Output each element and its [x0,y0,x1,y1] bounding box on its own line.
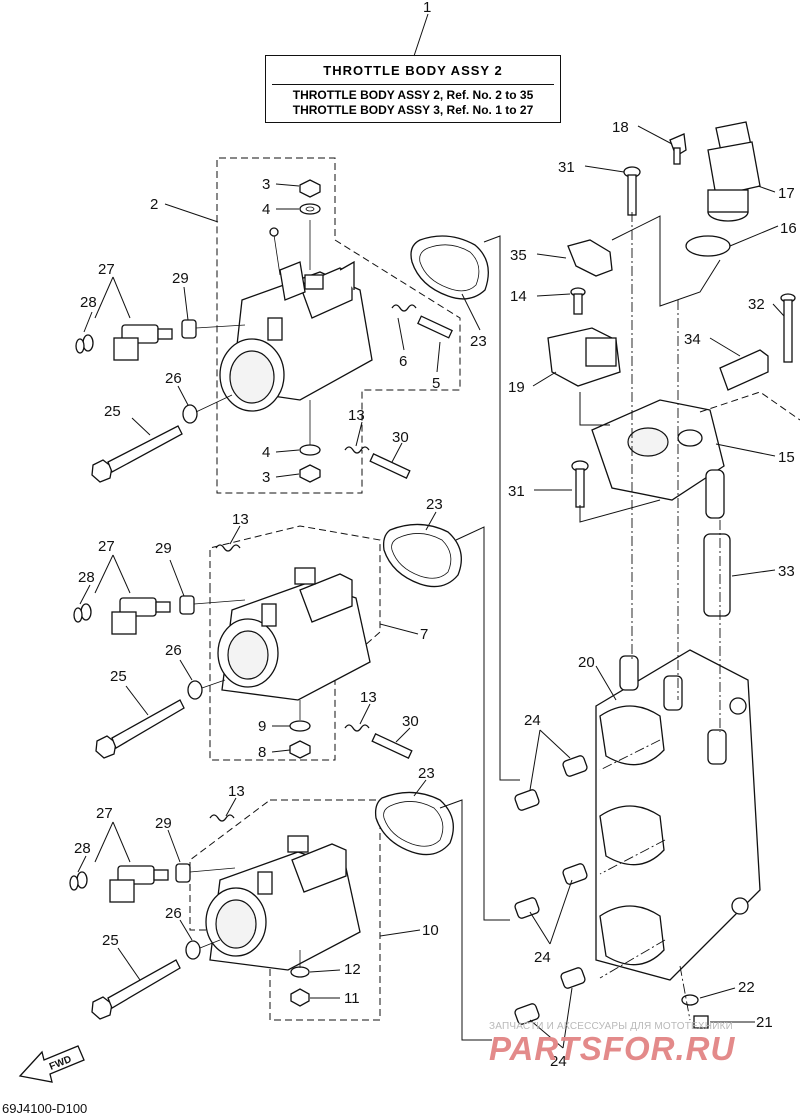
callout-35: 35 [510,247,527,264]
callout-28b: 28 [78,569,95,586]
callout-3b: 3 [262,469,270,486]
callout-33: 33 [778,563,795,580]
callout-16: 16 [780,220,797,237]
watermark-caption: ЗАПЧАСТИ И АКСЕССУАРЫ ДЛЯ МОТОТЕХНИКИ [489,1021,734,1032]
callout-15: 15 [778,449,795,466]
callout-25c: 25 [102,932,119,949]
callout-13d: 13 [228,783,245,800]
clip-35 [567,239,613,277]
callout-20: 20 [578,654,595,671]
title-divider [272,84,554,85]
tube-33 [703,533,731,617]
assembly-title: THROTTLE BODY ASSY 2 [323,63,503,78]
bolt-lower [91,939,221,1020]
callout-26b: 26 [165,642,182,659]
callout-2: 2 [150,196,158,213]
assembly-scope-line-1: THROTTLE BODY ASSY 2, Ref. No. 2 to 35 [292,88,534,102]
callout-11: 11 [344,990,360,1007]
callout-25: 25 [104,403,121,420]
callout-4: 4 [262,201,270,218]
callout-29b: 29 [155,540,172,557]
callout-14: 14 [510,288,527,305]
callout-25b: 25 [110,668,127,685]
callout-24: 24 [524,712,541,729]
callout-34: 34 [684,331,701,348]
callout-19: 19 [508,379,525,396]
callout-23: 23 [470,333,487,350]
assembly-scope-line-2: THROTTLE BODY ASSY 3, Ref. No. 1 to 27 [292,103,534,117]
callout-18: 18 [612,119,629,136]
callout-30: 30 [392,429,409,446]
callout-4b: 4 [262,444,270,461]
callout-31: 31 [558,159,575,176]
o-ring-16 [685,235,731,257]
throttle-body-middle [209,525,413,761]
callout-12: 12 [344,961,361,978]
callout-9: 9 [258,718,266,735]
housing-15 [591,391,800,519]
callout-17: 17 [778,185,795,202]
callout-labels: 1 2 3 4 27 28 29 6 5 23 26 25 13 30 4 3 … [74,0,797,1070]
bracket-34 [719,349,769,391]
callout-3: 3 [262,176,270,193]
fwd-arrow-icon: FWD [18,1045,85,1083]
callout-22: 22 [738,979,755,996]
callout-13c: 13 [360,689,377,706]
callout-29: 29 [172,270,189,287]
bolt-middle [95,679,226,759]
callout-26c: 26 [165,905,182,922]
callout-27: 27 [98,261,115,278]
leader-lines [77,125,785,1049]
callout-30b: 30 [402,713,419,730]
callout-32: 32 [748,296,765,313]
callout-8: 8 [258,744,266,761]
callout-28: 28 [80,294,97,311]
screw-21 [693,1015,709,1029]
callout-1: 1 [423,0,431,16]
callout-23c: 23 [418,765,435,782]
callout-31b: 31 [508,483,525,500]
leader-1 [413,13,429,57]
callout-13b: 13 [232,511,249,528]
washer-22 [681,994,699,1006]
callout-26: 26 [165,370,182,387]
throttle-body-upper [216,157,461,494]
throttle-body-lower [189,799,381,1021]
callout-21: 21 [756,1014,773,1031]
sleeves-24 [514,755,588,1025]
injector-lower [69,863,236,903]
callout-29c: 29 [155,815,172,832]
watermark-logo: PARTSFOR.RU [489,1030,736,1067]
callout-27c: 27 [96,805,113,822]
screw-31-top [623,166,641,216]
injector-upper [75,319,246,361]
callout-24c: 24 [550,1053,567,1070]
callout-23b: 23 [426,496,443,513]
sensor-assembly-17 [669,121,761,222]
callout-5: 5 [432,375,440,392]
callout-24b: 24 [534,949,551,966]
injector-middle [73,595,246,635]
diagram-code: 69J4100-D100 [2,1101,88,1116]
bolt-upper [91,394,233,483]
callout-13: 13 [348,407,365,424]
callout-7: 7 [420,626,428,643]
callout-28c: 28 [74,840,91,857]
callout-6: 6 [399,353,407,370]
callout-10: 10 [422,922,439,939]
callout-27b: 27 [98,538,115,555]
title-box: THROTTLE BODY ASSY 2 THROTTLE BODY ASSY … [265,55,561,123]
